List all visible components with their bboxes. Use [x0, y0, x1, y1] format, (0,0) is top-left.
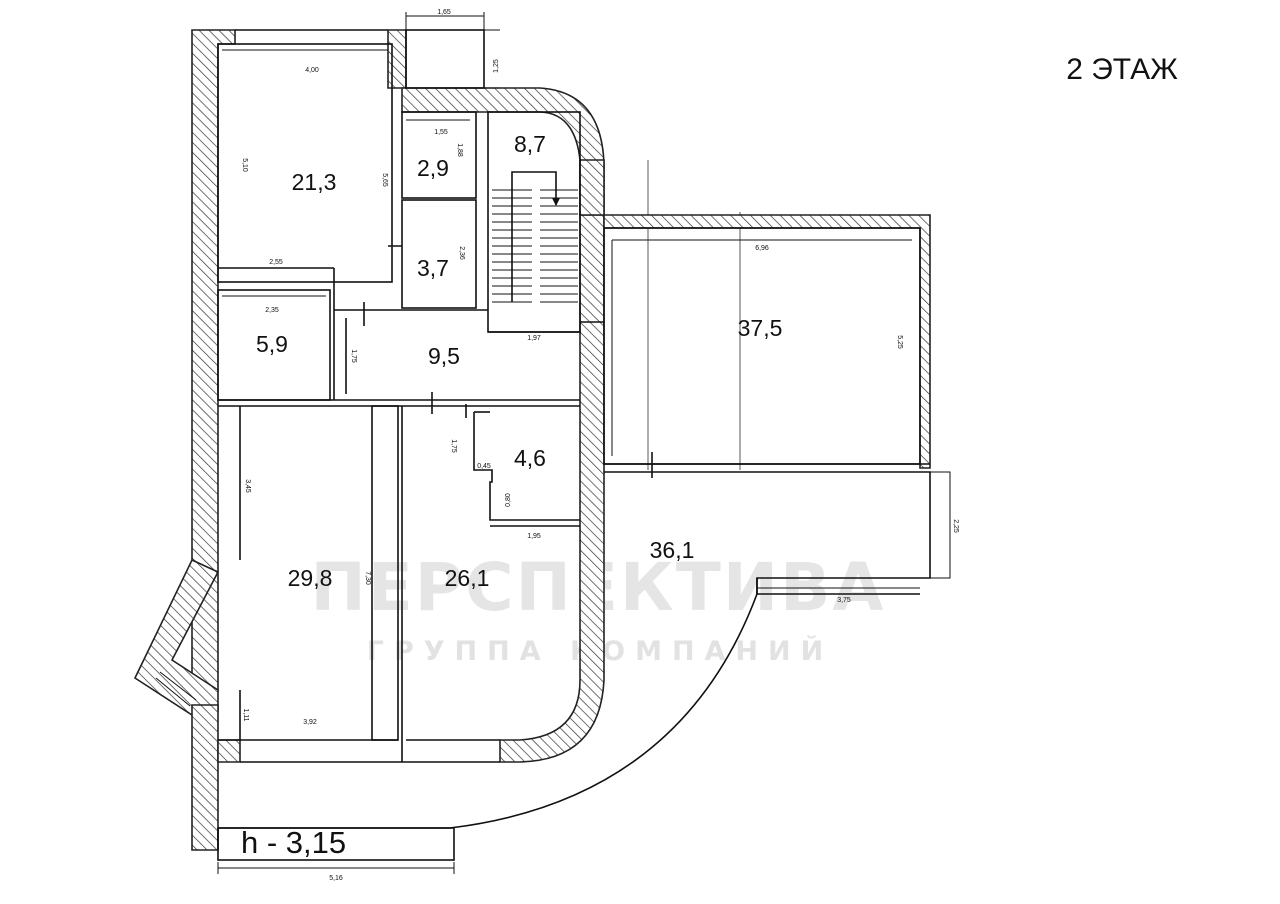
room-area-label: 2,9: [417, 155, 449, 181]
dim-label: 5,25: [896, 335, 903, 349]
dim-label: 1,75: [350, 349, 357, 363]
stair-steps: [492, 171, 578, 303]
dim-label: 1,55: [434, 129, 448, 136]
dimension-lines: [217, 12, 951, 874]
room-labels: 21,3 2,9 8,7 3,7 37,5 5,9 9,5 4,6 29,8 2…: [256, 131, 782, 591]
dim-label: 1,25: [493, 59, 500, 73]
dim-label: 1,97: [527, 335, 541, 342]
dim-label: 7,30: [364, 571, 371, 585]
dim-label: 0,45: [477, 463, 491, 470]
dim-label: 6,96: [755, 245, 769, 252]
dim-label: 5,16: [329, 875, 343, 882]
room-area-label: 29,8: [288, 565, 333, 591]
floor-title: 2 ЭТАЖ: [1066, 53, 1178, 86]
dim-label: 1,88: [456, 143, 463, 157]
dim-label: 3,75: [837, 597, 851, 604]
dim-label: 2,36: [458, 246, 465, 260]
dim-label: 5,65: [381, 173, 388, 187]
room-area-label: 36,1: [650, 537, 695, 563]
dim-label: 1,65: [437, 9, 451, 16]
dim-label: 2,35: [265, 307, 279, 314]
dim-label: 0,80: [505, 493, 512, 507]
room-area-label: 4,6: [514, 445, 546, 471]
dim-label: 1,11: [242, 708, 249, 721]
room-area-label: 37,5: [738, 315, 783, 341]
interior-partitions: [155, 29, 931, 861]
dim-label: 5,10: [241, 158, 248, 172]
dim-label: 3,45: [244, 479, 251, 493]
dim-label: 4,00: [305, 67, 319, 74]
dim-label: 2,55: [269, 259, 283, 266]
room-area-label: 9,5: [428, 343, 460, 369]
room-area-label: 21,3: [292, 169, 337, 195]
room-area-label: 26,1: [445, 565, 490, 591]
dim-label: 3,92: [303, 719, 317, 726]
dim-label: 1,75: [450, 439, 457, 453]
dimension-labels: 1,65 1,25 4,00 1,55 1,88 5,10 5,65 2,36 …: [241, 9, 959, 882]
ceiling-height-label: h - 3,15: [241, 825, 346, 860]
dim-label: 2,25: [952, 519, 959, 533]
room-area-label: 5,9: [256, 331, 288, 357]
dim-label: 1,95: [527, 533, 541, 540]
room-area-label: 8,7: [514, 131, 546, 157]
room-area-label: 3,7: [417, 255, 449, 281]
